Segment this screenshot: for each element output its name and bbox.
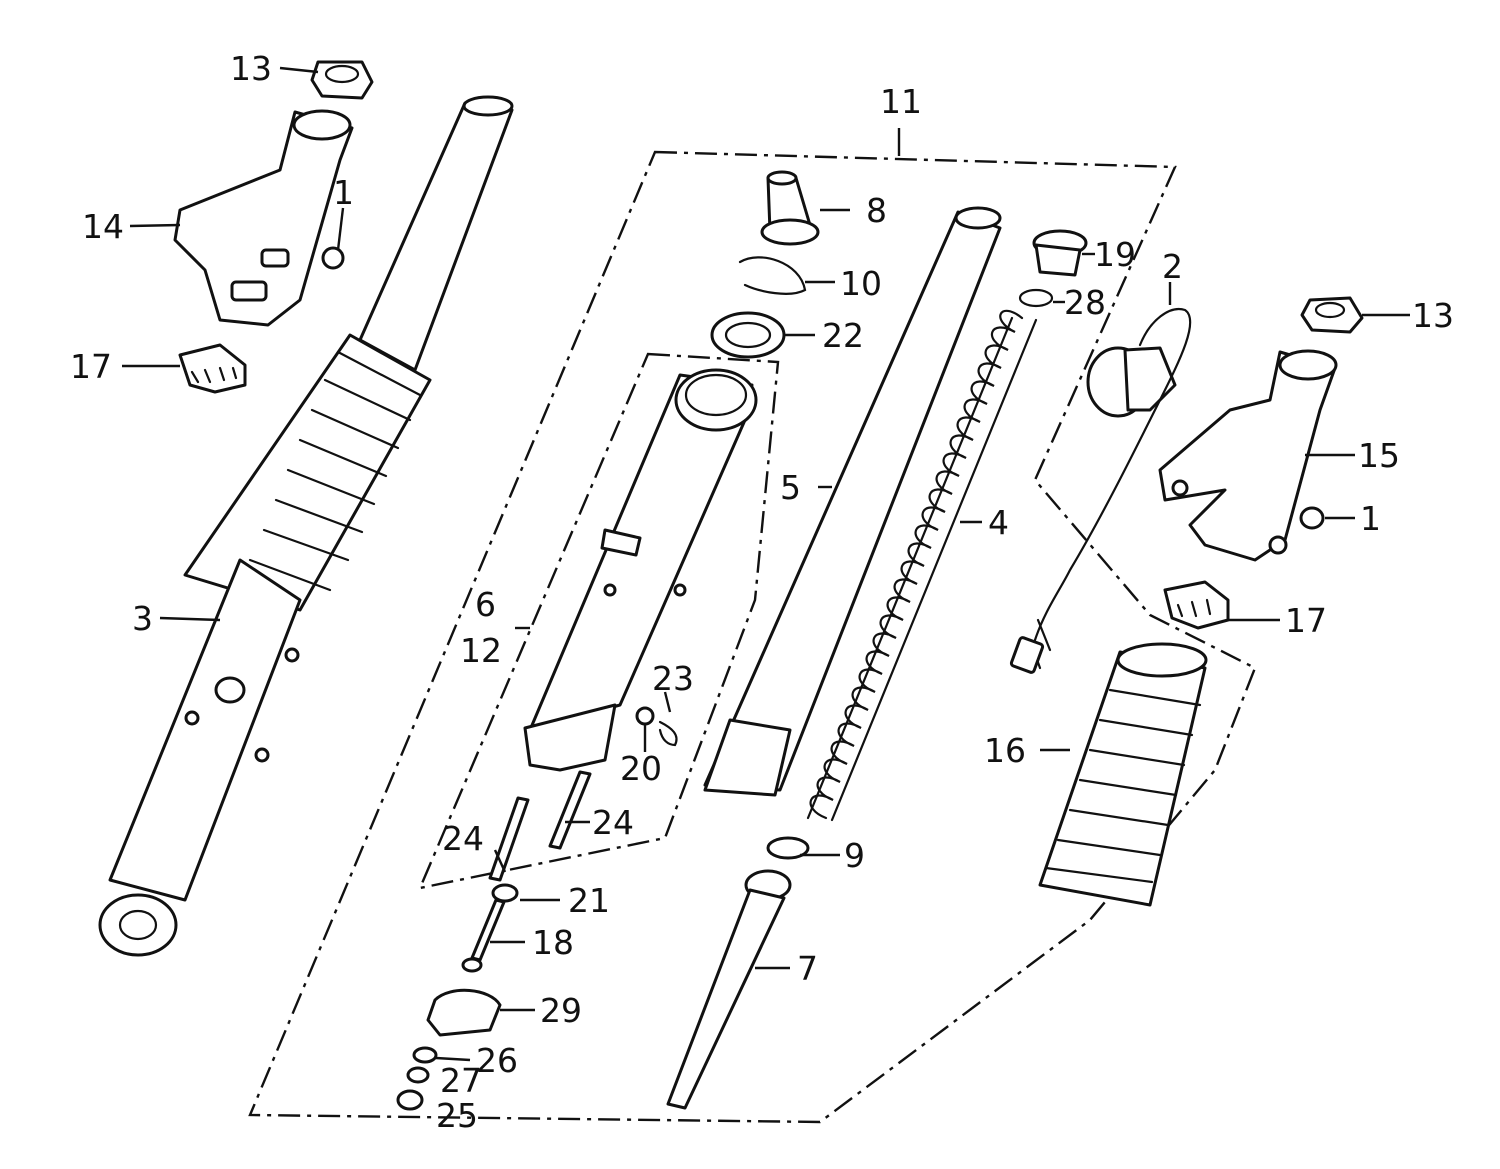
fork-spring-4 [806, 309, 1038, 822]
callout-28: 28 [1064, 283, 1106, 322]
inner-tube-5 [703, 206, 1002, 797]
cap-nut-13-left [310, 60, 374, 100]
o-ring-28 [1018, 288, 1054, 308]
callout-24-left: 24 [442, 819, 484, 858]
callout-6: 6 [475, 585, 496, 624]
assembly-11-outline [248, 150, 1257, 1124]
callout-17-right: 17 [1285, 601, 1327, 640]
callout-20: 20 [620, 749, 662, 788]
circlip-10 [738, 256, 807, 295]
oil-seal-22 [710, 311, 786, 359]
callout-19: 19 [1094, 235, 1136, 274]
nut-1-right [1299, 506, 1325, 530]
castle-nut-17-left [178, 343, 247, 394]
spring-washer-27 [406, 1066, 430, 1084]
washer-9 [766, 836, 810, 860]
callout-7: 7 [797, 949, 818, 988]
callout-29: 29 [540, 991, 582, 1030]
washer-26 [412, 1046, 438, 1064]
cap-bolt-19 [1032, 229, 1088, 277]
nut-25 [396, 1089, 424, 1111]
callout-1-right: 1 [1360, 499, 1381, 538]
castle-nut-17-right [1163, 580, 1230, 630]
callout-17-left: 17 [70, 347, 112, 386]
callout-4: 4 [988, 503, 1009, 542]
callout-24-right: 24 [592, 803, 634, 842]
callout-5: 5 [780, 468, 801, 507]
cap-nut-13-right [1300, 296, 1364, 334]
washer-21 [491, 883, 519, 903]
callout-21: 21 [568, 881, 610, 920]
callout-14: 14 [82, 207, 124, 246]
callout-8: 8 [866, 191, 887, 230]
assembly-6-12-outline [417, 352, 780, 890]
callout-9: 9 [844, 836, 865, 875]
callout-27: 27 [440, 1061, 482, 1100]
leader-lines [122, 66, 1410, 1062]
callout-labels: 13 14 1 17 3 11 8 10 22 5 19 28 2 13 15 … [70, 49, 1454, 1135]
callout-2: 2 [1162, 247, 1183, 286]
callout-3: 3 [132, 599, 153, 638]
upper-bushing-8 [760, 170, 820, 246]
callout-16: 16 [984, 731, 1026, 770]
fork-tube-assembly-3 [98, 95, 514, 957]
drain-bolt-23 [658, 720, 678, 747]
callout-26: 26 [476, 1041, 518, 1080]
callout-13-left: 13 [230, 49, 272, 88]
callout-23: 23 [652, 659, 694, 698]
callout-15: 15 [1358, 436, 1400, 475]
callout-1-left: 1 [333, 173, 354, 212]
axle-holder-29 [426, 988, 502, 1037]
callout-18: 18 [532, 923, 574, 962]
headlight-bracket-15 [1158, 349, 1338, 562]
socket-bolt-18 [470, 898, 506, 962]
callout-13-right: 13 [1412, 296, 1454, 335]
bolt-24-a [548, 770, 592, 850]
nut-1-left [321, 246, 345, 270]
callout-25: 25 [436, 1096, 478, 1135]
damper-rod-7 [666, 869, 792, 1110]
callout-11: 11 [880, 82, 922, 121]
washer-20 [635, 706, 655, 726]
callout-10: 10 [840, 264, 882, 303]
fork-boot-16 [1038, 642, 1208, 907]
reflector-2 [1009, 307, 1192, 674]
headlight-bracket-14 [173, 109, 354, 327]
callout-22: 22 [822, 316, 864, 355]
callout-12: 12 [460, 631, 502, 670]
lower-slider-6-12 [523, 368, 758, 772]
bolt-head-18 [461, 957, 483, 973]
